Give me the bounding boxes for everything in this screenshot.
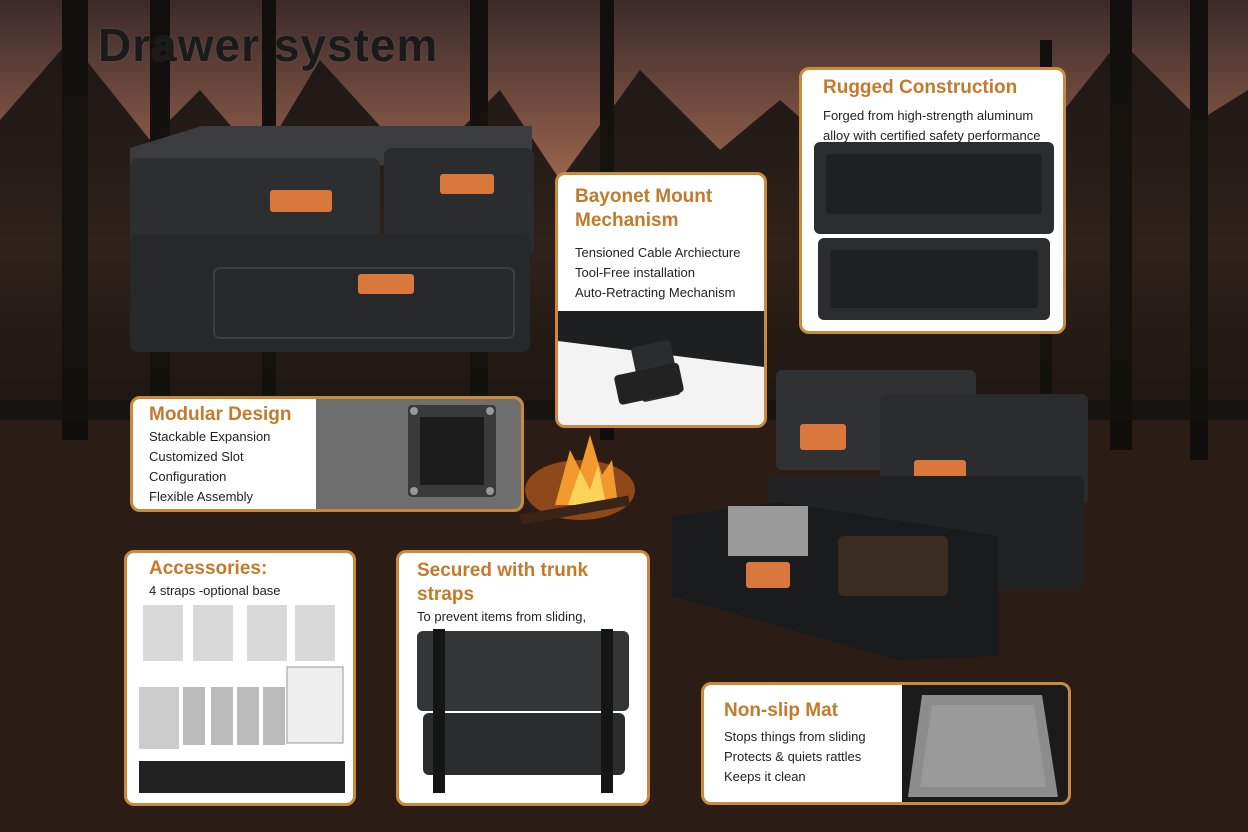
rugged-card: Rugged Construction Forged from high-str… bbox=[799, 67, 1066, 334]
mat-photo bbox=[902, 685, 1068, 802]
straps-heading: Secured with trunk straps bbox=[417, 560, 589, 605]
bayonet-line: Tool-Free installation bbox=[575, 265, 695, 280]
open-drawer-image bbox=[672, 370, 1088, 660]
mat-line: Keeps it clean bbox=[724, 769, 806, 784]
modular-line: Configuration bbox=[149, 469, 227, 484]
bayonet-heading-line1: Bayonet Mount bbox=[575, 186, 713, 207]
accessories-card: Accessories: 4 straps -optional base bbox=[124, 550, 356, 806]
modular-line: Customized Slot bbox=[149, 449, 244, 464]
accessories-subtitle: 4 straps -optional base bbox=[149, 583, 281, 598]
bayonet-card: Bayonet Mount Mechanism Tensioned Cable … bbox=[555, 172, 767, 428]
drawer-stack-image bbox=[130, 126, 534, 352]
rugged-heading: Rugged Construction bbox=[823, 77, 1018, 98]
rugged-line: alloy with certified safety performance bbox=[823, 128, 1041, 143]
modular-line: Flexible Assembly bbox=[149, 489, 254, 504]
modular-line: Stackable Expansion bbox=[149, 429, 271, 444]
page-title: Drawer system bbox=[98, 19, 439, 71]
accessories-photo bbox=[139, 605, 345, 793]
modular-heading: Modular Design bbox=[149, 404, 292, 425]
straps-line: To prevent items from sliding, bbox=[417, 609, 587, 624]
mat-line: Stops things from sliding bbox=[724, 729, 866, 744]
modular-card: Modular Design Stackable Expansion Custo… bbox=[130, 396, 524, 512]
mat-heading: Non-slip Mat bbox=[724, 700, 838, 721]
mat-card: Non-slip Mat Stops things from sliding P… bbox=[701, 682, 1071, 805]
straps-photo bbox=[417, 629, 629, 793]
accessories-heading: Accessories: bbox=[149, 558, 268, 579]
bayonet-mount-photo bbox=[558, 311, 764, 425]
modular-slot-photo bbox=[316, 399, 521, 509]
rugged-drawer-photo bbox=[814, 142, 1054, 320]
bayonet-line: Tensioned Cable Archiecture bbox=[575, 245, 741, 260]
bayonet-heading-line2: Mechanism bbox=[575, 210, 679, 231]
mat-line: Protects & quiets rattles bbox=[724, 749, 862, 764]
bayonet-line: Auto-Retracting Mechanism bbox=[575, 285, 736, 300]
rugged-line: Forged from high-strength aluminum bbox=[823, 108, 1034, 123]
straps-card: Secured with trunk straps To prevent ite… bbox=[396, 550, 650, 806]
